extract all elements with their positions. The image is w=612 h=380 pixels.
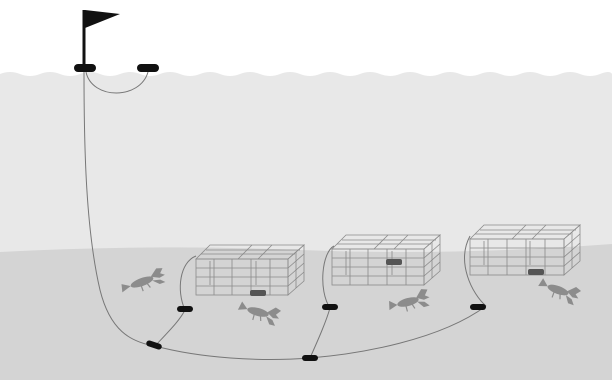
- bait-bag: [386, 259, 402, 265]
- bait-bag: [250, 290, 266, 296]
- groundline-float: [322, 304, 338, 310]
- surface-float: [74, 64, 96, 72]
- surface-float: [137, 64, 159, 72]
- groundline-float: [470, 304, 486, 310]
- groundline-float: [302, 355, 318, 361]
- bait-bag: [528, 269, 544, 275]
- groundline-float: [177, 306, 193, 312]
